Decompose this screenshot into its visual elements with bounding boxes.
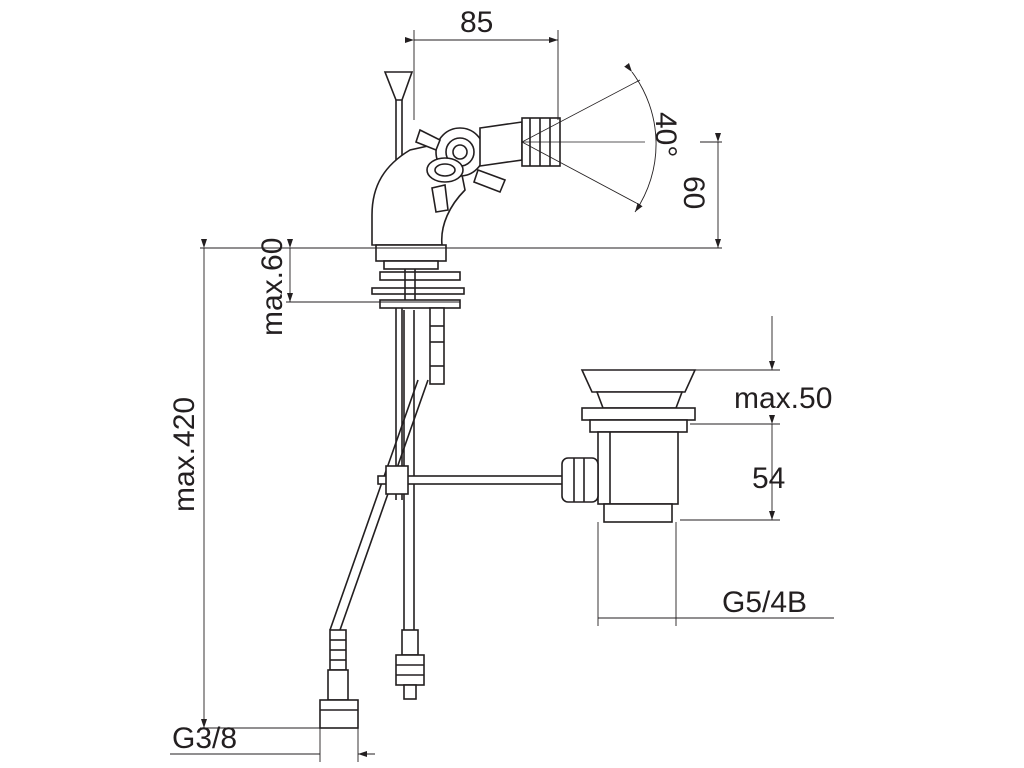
waste-thread-label: G5/4B bbox=[722, 586, 807, 619]
nozzle-height-label: 60 bbox=[677, 176, 710, 209]
bidet-mixer bbox=[319, 71, 645, 729]
pop-up-waste bbox=[561, 369, 697, 523]
dimension-lines bbox=[170, 30, 834, 762]
deck-thickness-label: max.60 bbox=[256, 238, 289, 336]
hose-thread-label: G3/8 bbox=[172, 722, 237, 755]
waste-plug-height-label: max.50 bbox=[734, 382, 832, 415]
waste-body-height-label: 54 bbox=[752, 462, 785, 495]
nozzle-angle-label: 40° bbox=[649, 112, 682, 157]
spout-reach-label: 85 bbox=[460, 6, 493, 39]
hose-length-label: max.420 bbox=[168, 397, 201, 512]
